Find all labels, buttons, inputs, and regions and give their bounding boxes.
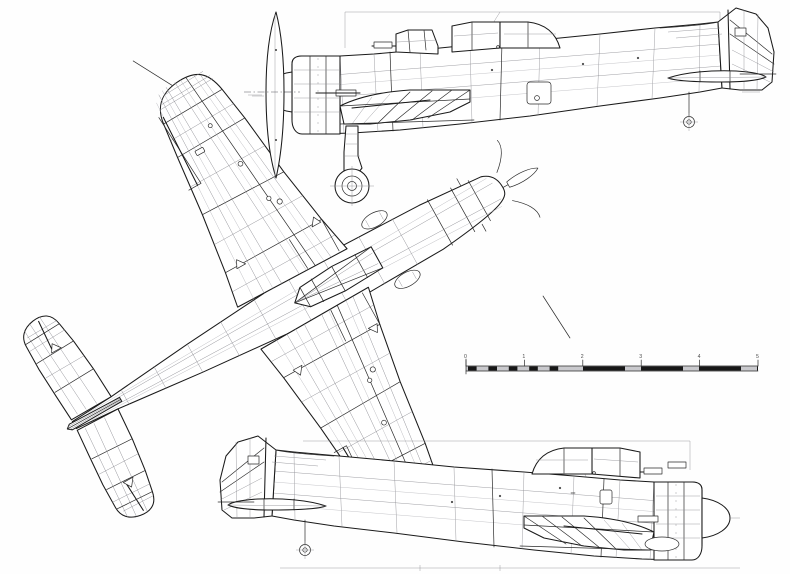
scale-tick-2: 2 [581, 354, 584, 367]
upper-fin-rudder [659, 7, 775, 91]
side-view-upper [244, 7, 777, 206]
lower-stabiliser-profile [217, 498, 327, 511]
scale-segment-2-3 [641, 366, 683, 371]
scale-segment-0-1 [468, 366, 559, 371]
plan-propeller [496, 139, 541, 218]
upper-access-panel [526, 81, 552, 105]
scale-label-0: 0 [464, 354, 467, 360]
upper-stabiliser-profile [667, 70, 777, 83]
scale-label-4: 4 [698, 354, 701, 360]
scale-label-5: 5 [756, 354, 759, 360]
scale-segment-1-2 [583, 366, 625, 371]
scale-tick-1: 1 [522, 354, 525, 367]
lower-canopy [531, 447, 687, 479]
upper-canopy [371, 21, 561, 55]
scale-label-2: 2 [581, 354, 584, 360]
plan-fin [66, 396, 123, 431]
plan-underwing-details [361, 210, 421, 289]
plan-wing-right [132, 60, 348, 308]
plan-fuselage [71, 175, 506, 430]
plan-tailplane [23, 315, 155, 518]
upper-propeller [244, 11, 300, 179]
scale-tick-3: 3 [639, 354, 642, 367]
scale-segment-3-4 [699, 366, 741, 371]
scale-tick-4: 4 [698, 354, 701, 367]
upper-landing-gear [330, 125, 374, 206]
side-view-lower [217, 435, 740, 571]
scale-tick-0: 0 [464, 354, 467, 367]
lower-access-panel [599, 489, 613, 505]
lower-tailwheel [296, 519, 314, 559]
scale-ticks: 0 1 2 3 4 5 [464, 354, 759, 367]
upper-engine-cowl [291, 55, 361, 135]
scale-segment-4-5 [757, 366, 758, 371]
lower-fin-rudder [219, 435, 335, 519]
scale-label-1: 1 [522, 354, 525, 360]
lower-wing-profile [519, 515, 655, 551]
scale-tick-5: 5 [756, 354, 759, 367]
scale-label-3: 3 [639, 354, 642, 360]
upper-wing-profile [339, 89, 475, 125]
scale-bar: 0 1 2 3 4 5 [464, 354, 759, 375]
upper-tailwheel [680, 91, 698, 131]
plan-canopy [294, 246, 384, 308]
